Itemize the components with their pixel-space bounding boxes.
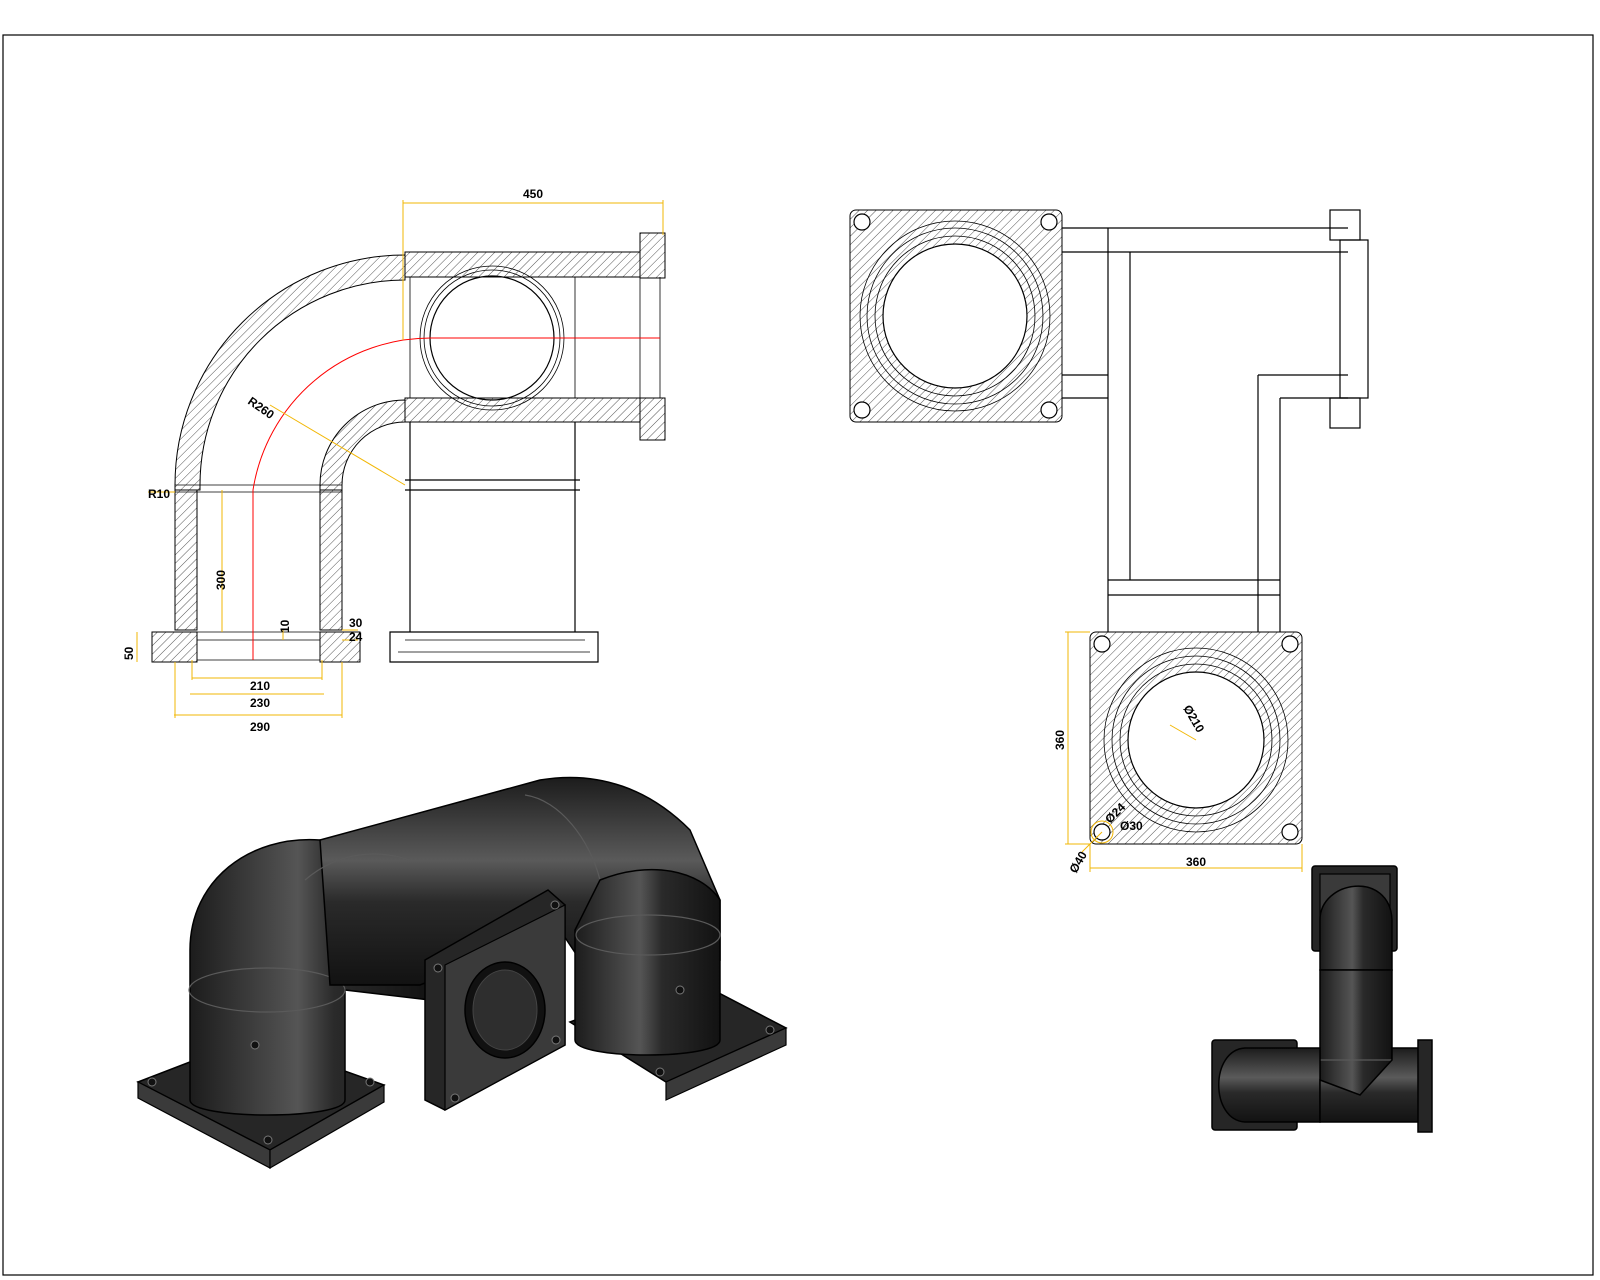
- dim-r10: R10: [148, 487, 170, 501]
- top-pipe-run: [1062, 227, 1348, 640]
- leg-left-wall: [174, 489, 198, 631]
- tee-flange-bottom: [639, 397, 666, 441]
- tee-bottom-wall: [404, 397, 641, 423]
- dim-360-horizontal: 360: [1186, 855, 1206, 869]
- shaded-top-view: [1211, 865, 1433, 1133]
- dim-360-vertical: 360: [1053, 730, 1067, 750]
- right-leg-outline: [405, 422, 580, 632]
- dim-dia-40: Ø40: [1066, 849, 1090, 876]
- dim-10: 10: [278, 619, 292, 633]
- elbow-inner-wall: [319, 399, 406, 491]
- front-section-view: 450 R260 R10 300 10 30 24 50 210 230 290: [122, 187, 666, 734]
- elbow-wall: [174, 254, 406, 491]
- shaded-elbow-top: [1319, 885, 1393, 971]
- dim-dia-30: Ø30: [1120, 819, 1143, 833]
- dim-r260: R260: [245, 394, 277, 422]
- tee-top-wall: [404, 251, 641, 278]
- dim-24: 24: [349, 630, 363, 644]
- top-dimensions: [1065, 631, 1303, 872]
- sheet-border: [2, 34, 1594, 1276]
- shaded-elbow-left: [1218, 1047, 1321, 1123]
- top-section-view: 360 360 Ø210 Ø24 Ø30 Ø40: [849, 209, 1369, 876]
- dim-450: 450: [523, 187, 543, 201]
- dim-300: 300: [214, 570, 228, 590]
- base-flange-right: [319, 631, 361, 663]
- dim-230: 230: [250, 696, 270, 710]
- front-dimensions: [136, 200, 664, 718]
- dim-210: 210: [250, 679, 270, 693]
- dim-290: 290: [250, 720, 270, 734]
- isometric-view: [136, 776, 788, 1170]
- dim-30: 30: [349, 616, 363, 630]
- centerline: [252, 337, 660, 660]
- base-flange-left: [151, 631, 198, 663]
- dim-50: 50: [122, 646, 136, 660]
- iso-elbow-right: [574, 868, 721, 1056]
- shaded-flange-right: [1417, 1039, 1433, 1133]
- tee-flange-top: [639, 232, 666, 279]
- leg-right-wall: [319, 489, 343, 631]
